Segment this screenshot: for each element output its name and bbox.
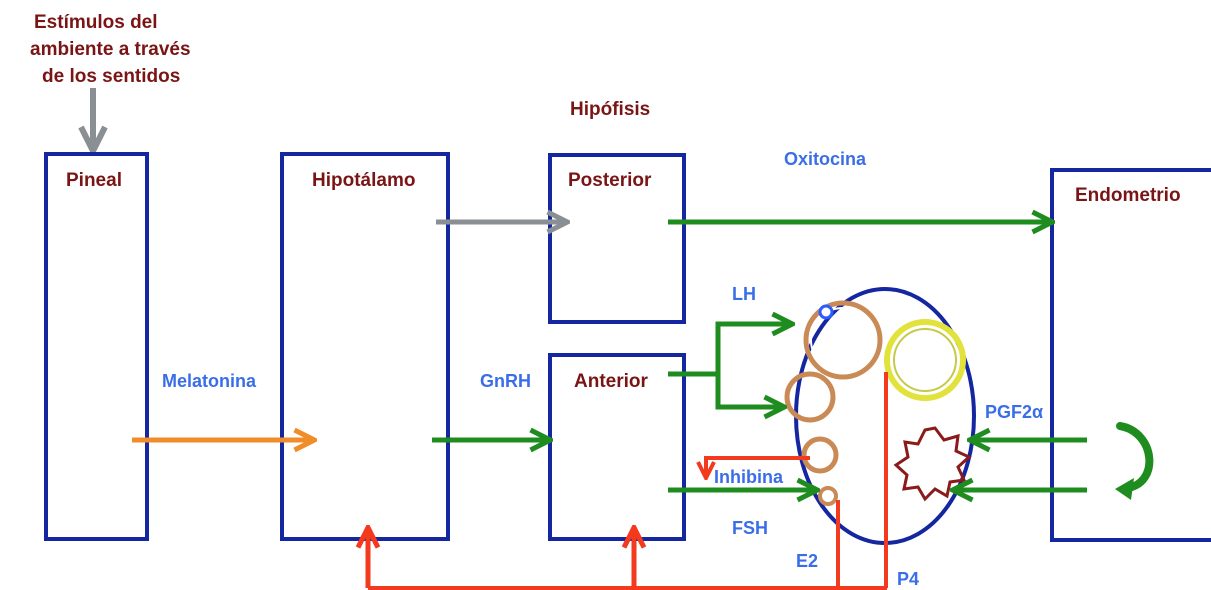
fsh-label: FSH [732, 518, 768, 538]
corpus-luteum [887, 322, 963, 398]
hypothalamus-box [282, 154, 448, 539]
melatonin-label: Melatonina [162, 371, 257, 391]
e2-label: E2 [796, 551, 818, 571]
lh-label: LH [732, 284, 756, 304]
pineal-label: Pineal [66, 170, 122, 191]
large-follicle-inner [811, 308, 875, 372]
anterior-label: Anterior [574, 371, 649, 392]
pineal-box [46, 154, 147, 539]
large-follicle [806, 303, 880, 377]
ovulation-point [820, 306, 832, 318]
p4-label: P4 [897, 569, 919, 589]
oxytocin-label: Oxitocina [784, 149, 867, 169]
stimulus-line-3: de los sentidos [42, 66, 180, 87]
posterior-label: Posterior [568, 170, 652, 191]
lh-arrow-branch [718, 374, 782, 407]
uterine-curve-arrow [1120, 426, 1149, 488]
endometrium-label: Endometrio [1075, 185, 1181, 206]
hypothalamus-label: Hipotálamo [312, 170, 415, 191]
stimulus-line-2: ambiente a través [30, 39, 191, 60]
gnrh-label: GnRH [480, 371, 531, 391]
tiny-follicle [820, 488, 836, 504]
medium-follicle [787, 374, 833, 420]
small-follicle [804, 439, 836, 471]
lh-arrow-path [668, 324, 790, 374]
pgf2a-label: PGF2α [985, 402, 1043, 422]
stimulus-line-1: Estímulos del [34, 12, 158, 33]
hypophysis-label: Hipófisis [570, 99, 650, 120]
corpus-luteum-inner [894, 329, 956, 391]
uterine-curve-arrowhead [1115, 478, 1134, 500]
inhibin-label: Inhibina [714, 467, 784, 487]
